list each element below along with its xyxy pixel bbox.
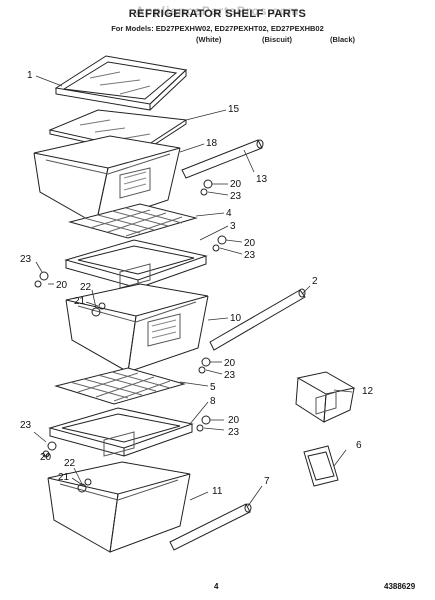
model-list: For Models: ED27PEXHW02, ED27PEXHT02, ED…	[111, 24, 324, 33]
callout-8: 8	[210, 396, 216, 407]
part-10-crisper-drawer	[65, 283, 209, 373]
callout-20: 20	[40, 452, 52, 463]
watermark: AppliancePartsPros.com	[135, 4, 300, 18]
callout-2: 2	[312, 276, 318, 287]
fastener-hardware	[34, 179, 227, 493]
callout-13: 13	[256, 174, 268, 185]
callout-5: 5	[210, 382, 216, 393]
part-13-slide-rail	[181, 139, 264, 179]
callout-4: 4	[226, 208, 232, 219]
callout-6: 6	[356, 440, 362, 451]
callout-10: 10	[230, 313, 242, 324]
callout-1: 1	[27, 70, 33, 81]
callout-labels: 1 15 18 13 20 23 4 3 20 23 23 20 22 21 2…	[20, 70, 374, 497]
document-number: 4388629	[384, 582, 416, 591]
callout-20: 20	[228, 415, 240, 426]
callout-11: 11	[212, 486, 223, 497]
part-1-glass-shelf	[54, 55, 188, 111]
callout-20: 20	[230, 179, 242, 190]
diagram-title: REFRIGERATOR SHELF PARTS	[128, 8, 307, 20]
variant-white: (White)	[196, 35, 222, 44]
part-4-wire-grid	[68, 203, 198, 239]
callout-18: 18	[206, 138, 218, 149]
variant-biscuit: (Biscuit)	[262, 35, 292, 44]
variant-black: (Black)	[330, 35, 356, 44]
part-3-shelf-frame	[64, 239, 208, 289]
part-8-shelf-frame	[48, 407, 194, 457]
part-5-wire-grid	[54, 367, 186, 405]
callout-7: 7	[264, 476, 270, 487]
callout-15: 15	[228, 104, 240, 115]
callout-20: 20	[224, 358, 236, 369]
page-number: 4	[214, 582, 219, 591]
callout-20: 20	[244, 238, 256, 249]
callout-3: 3	[230, 221, 236, 232]
callout-23: 23	[224, 370, 236, 381]
callout-21: 21	[58, 472, 70, 483]
callout-21: 21	[74, 296, 86, 307]
part-7-slide-rail	[169, 503, 252, 551]
part-11-crisper-drawer	[47, 461, 191, 553]
callout-23: 23	[230, 191, 242, 202]
callout-23: 23	[20, 420, 32, 431]
part-6-cover-plate	[303, 445, 339, 487]
part-2-slide-rail	[209, 288, 306, 351]
callout-22: 22	[80, 282, 92, 293]
callout-12: 12	[362, 386, 374, 397]
part-12-storage-bin	[295, 371, 356, 423]
callout-20: 20	[56, 280, 68, 291]
callout-23: 23	[228, 427, 240, 438]
callout-23: 23	[20, 254, 32, 265]
callout-22: 22	[64, 458, 76, 469]
leader-lines	[33, 75, 353, 507]
callout-23: 23	[244, 250, 256, 261]
